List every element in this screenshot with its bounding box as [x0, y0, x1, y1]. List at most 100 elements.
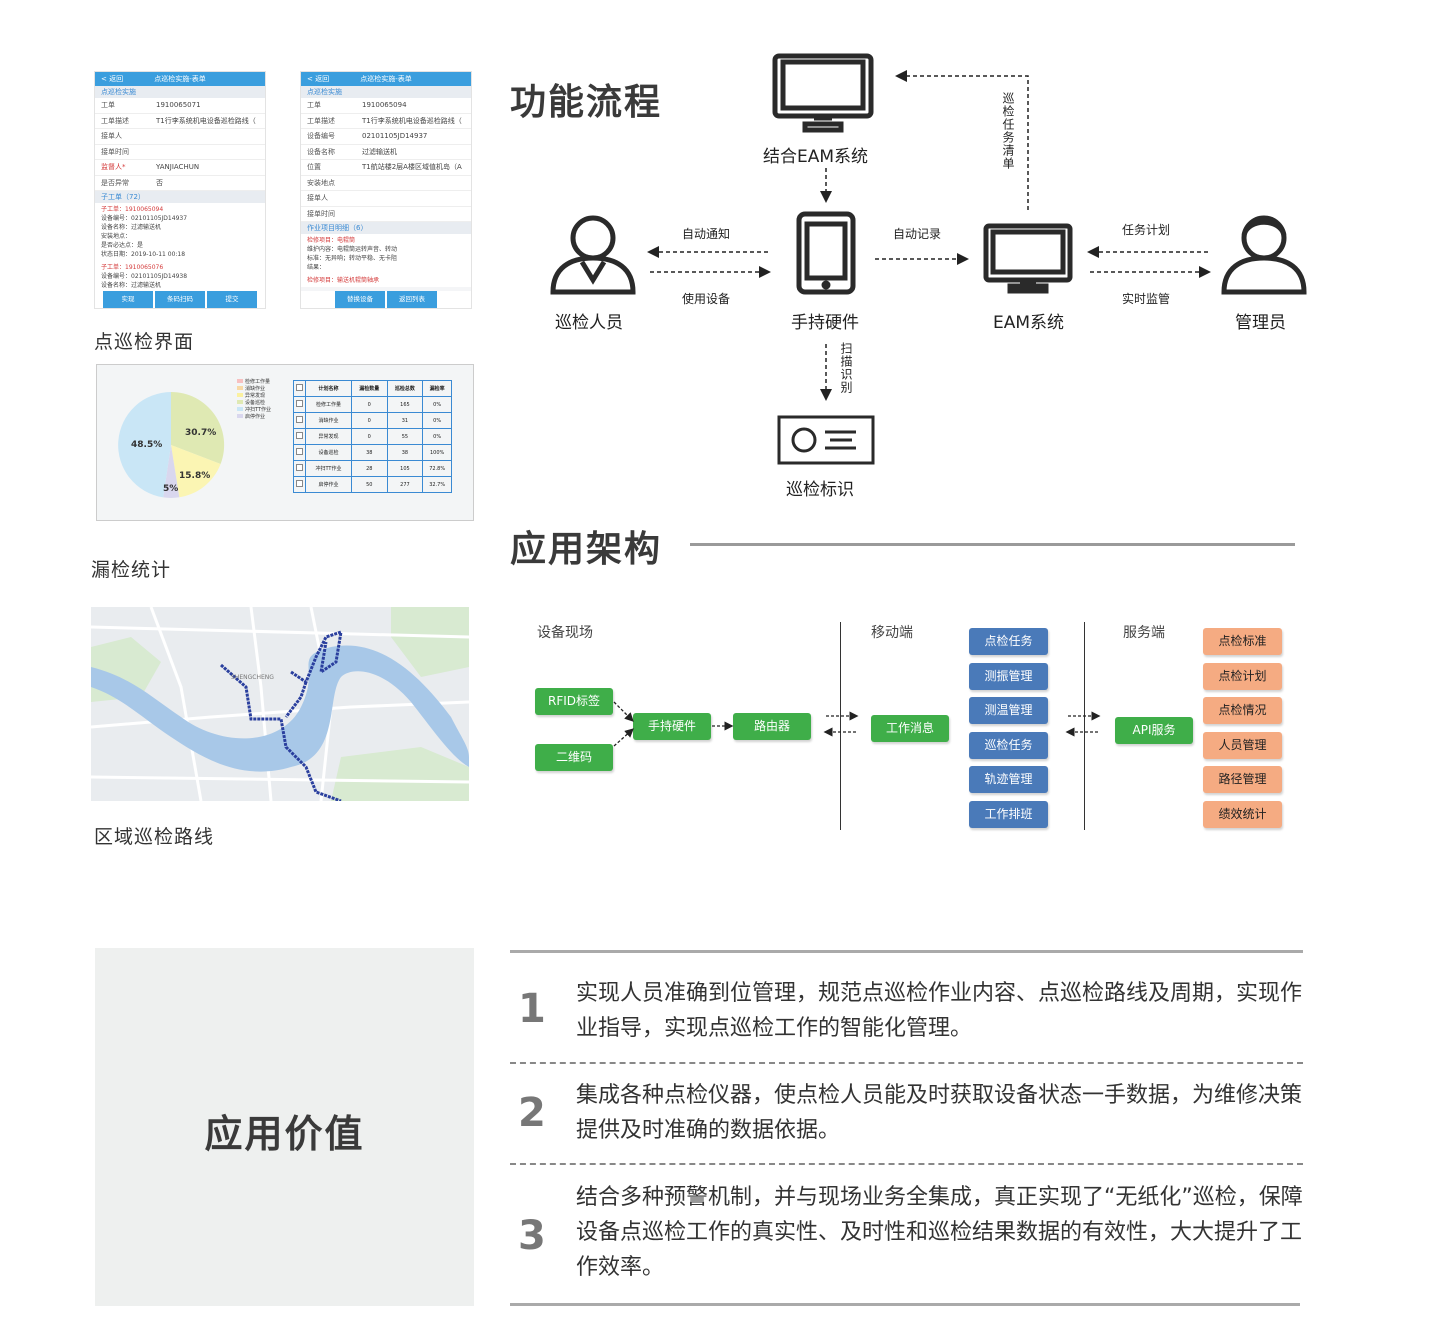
- back-link[interactable]: < 返回: [307, 75, 330, 83]
- caption-inspection-ui: 点巡检界面: [94, 331, 195, 353]
- server-module: 路径管理: [1203, 766, 1282, 794]
- pie-label-3: 15.8%: [179, 471, 210, 481]
- missed-stats-panel: 48.5% 30.7% 15.8% 5% 检修工作量消缺作业异常发现设备巡检冲扫…: [96, 364, 474, 521]
- pie-label-2: 30.7%: [185, 428, 216, 438]
- table-cell: 漏检率: [422, 380, 452, 397]
- table-cell: 31: [386, 412, 424, 429]
- value-num: 2: [518, 1090, 546, 1136]
- form-value[interactable]: T1行李系统机电设备巡检路线（: [362, 116, 462, 125]
- value-item-1: 1 实现人员准确到位管理，规范点巡检作业内容、点巡检路线及周期，实现作业指导，实…: [510, 960, 1303, 1060]
- table-cell: 55: [386, 428, 424, 445]
- action-button[interactable]: 条码扫码: [155, 291, 205, 308]
- phone-title: 点巡检实施-表单: [154, 75, 206, 83]
- value-item-3: 3 结合多种预警机制，并与现场业务全集成，真正实现了“无纸化”巡检，保障设备点巡…: [510, 1165, 1303, 1300]
- table-cell: 设备巡检: [305, 444, 352, 461]
- table-cell: 漏检数量: [350, 380, 388, 397]
- form-value[interactable]: [362, 191, 471, 206]
- flow-title: 功能流程: [510, 82, 663, 123]
- mobile-module: 点检任务: [969, 628, 1048, 655]
- form-row: 设备名称过滤输送机: [301, 144, 471, 160]
- table-cell: 消缺作业: [305, 412, 352, 429]
- legend-swatch: [237, 393, 243, 397]
- legend-swatch: [237, 400, 243, 404]
- value-title: 应用价值: [204, 1112, 365, 1156]
- row-checkbox[interactable]: [293, 412, 306, 429]
- form-row: 安装地点: [301, 175, 471, 191]
- form-row: 接单时间: [95, 144, 265, 160]
- action-button[interactable]: 替换设备: [335, 291, 385, 308]
- value-num: 3: [518, 1213, 546, 1259]
- pie-slice-2: [171, 445, 221, 498]
- sub-item-line: 设备名称：过滤输送机: [101, 224, 162, 231]
- legend-item: 消缺作业: [237, 386, 271, 393]
- legend-label: 检修工作量: [245, 379, 271, 385]
- value-text: 结合多种预警机制，并与现场业务全集成，真正实现了“无纸化”巡检，保障设备点巡检工…: [576, 1185, 1303, 1280]
- pie-legend: 检修工作量消缺作业异常发现设备巡检冲扫TT作业启停作业: [237, 379, 271, 421]
- form-value[interactable]: [156, 129, 265, 144]
- sub-item-line: 设备编号：02101105JD14938: [101, 273, 188, 280]
- caption-missed-stats: 漏检统计: [91, 559, 172, 581]
- form-value[interactable]: [156, 145, 265, 160]
- pie-slice-3: [163, 445, 180, 498]
- node-admin: 管理员: [1235, 313, 1286, 333]
- form-row: 监督人* YANJIACHUN: [95, 160, 265, 176]
- table-row: 计划名称漏检数量巡检总数漏检率: [293, 380, 452, 397]
- rfid-tag-node: RFID标签: [535, 688, 613, 715]
- pie-label-1: 48.5%: [131, 440, 162, 450]
- table-cell: 计划名称: [305, 380, 352, 397]
- node-tag: 巡检标识: [786, 480, 854, 500]
- form-value[interactable]: 1910065094: [362, 101, 407, 109]
- row-checkbox[interactable]: [293, 460, 306, 477]
- action-button[interactable]: 返回列表: [387, 291, 437, 308]
- legend-swatch: [237, 407, 243, 411]
- form-label: 接单时间: [307, 209, 335, 218]
- edge-task-list: 巡检任务清单: [1001, 92, 1015, 170]
- action-button[interactable]: 实现: [103, 291, 153, 308]
- mobile-module: 测振管理: [969, 662, 1048, 690]
- node-eam: EAM系统: [993, 313, 1065, 333]
- row-checkbox[interactable]: [293, 476, 306, 493]
- row-checkbox[interactable]: [293, 396, 306, 413]
- value-bottom-rule: [510, 1303, 1300, 1306]
- action-button[interactable]: 提交: [207, 291, 257, 308]
- sub-item-line: 维护内容：电辊筒运转声音、转动: [307, 246, 398, 253]
- form-value[interactable]: [362, 176, 471, 191]
- pie-chart: 48.5% 30.7% 15.8% 5%: [118, 391, 225, 498]
- form-value[interactable]: 否: [156, 178, 163, 187]
- form-value[interactable]: T1航站楼2层A楼区域值机岛（A: [362, 163, 462, 171]
- sub-item-line: 是否必达点：是: [101, 242, 144, 249]
- value-item-2: 2 集成各种点检仪器，使点检人员能及时获取设备状态一手数据，为维修决策提供及时准…: [510, 1064, 1303, 1164]
- table-cell: 0%: [422, 412, 452, 429]
- legend-label: 启停作业: [245, 414, 266, 420]
- sub-item[interactable]: 检修项目：输送机辊筒轴承: [301, 274, 471, 287]
- mobile-module: 测温管理: [969, 697, 1048, 725]
- form-value[interactable]: [362, 207, 471, 222]
- form-value[interactable]: T1行李系统机电设备巡检路线（: [156, 116, 256, 125]
- form-value[interactable]: 1910065071: [156, 101, 201, 109]
- value-num: 1: [518, 986, 546, 1032]
- form-label: 监督人*: [101, 163, 126, 171]
- table-cell: 巡检总数: [386, 380, 424, 397]
- form-value[interactable]: 过滤输送机: [362, 147, 397, 156]
- row-checkbox[interactable]: [293, 444, 306, 461]
- row-checkbox[interactable]: [293, 380, 306, 397]
- pie-label-4: 5%: [163, 484, 178, 494]
- form-label: 安装地点: [307, 178, 335, 187]
- divider-1: [840, 622, 841, 830]
- form-value[interactable]: YANJIACHUN: [156, 163, 200, 171]
- back-link[interactable]: < 返回: [101, 75, 124, 83]
- sub-item-line: 标准：无异响；转动平稳、无卡阻: [307, 255, 398, 262]
- sub-item[interactable]: 检修项目：电辊筒维护内容：电辊筒运转声音、转动标准：无异响；转动平稳、无卡阻结果…: [301, 234, 471, 274]
- row-checkbox[interactable]: [293, 428, 306, 445]
- form-value[interactable]: 02101105JD14937: [362, 132, 428, 140]
- table-cell: 32.7%: [422, 476, 452, 493]
- edge-realtime-monitor: 实时监管: [1122, 292, 1171, 306]
